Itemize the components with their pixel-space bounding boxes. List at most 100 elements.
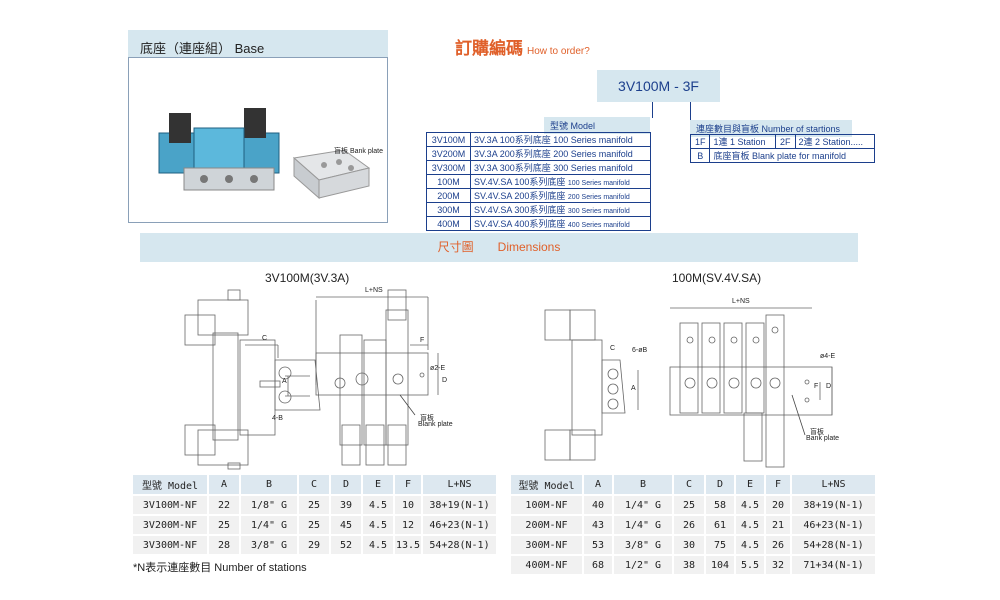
table-cell: 40 (583, 495, 614, 516)
table-cell: 3V200M (426, 146, 471, 161)
label-c: C (262, 335, 268, 342)
table-cell: B (689, 148, 711, 163)
table-cell: D (705, 475, 736, 496)
table-cell: 4.5 (362, 515, 395, 536)
table-cell: 71+34(N-1) (791, 555, 877, 576)
table-cell: 21 (765, 515, 792, 536)
table-cell: 300M-NF (511, 535, 584, 556)
table-cell: 400M (426, 216, 471, 231)
table-cell: 61 (705, 515, 736, 536)
table-cell: 22 (208, 495, 241, 516)
table-cell: 1/2" G (613, 555, 674, 576)
table-cell: D (330, 475, 363, 496)
order-title-cn: 訂購編碼 (455, 39, 523, 58)
table-cell: SV.4V.SA 300系列底座 (474, 205, 566, 215)
table-cell: 38 (673, 555, 706, 576)
order-code: 3V100M - 3F (597, 70, 720, 102)
table-cell: 28 (208, 535, 241, 556)
table-cell: 3V100M-NF (133, 495, 209, 516)
table-cell: 3V200M-NF (133, 515, 209, 536)
table-cell: 75 (705, 535, 736, 556)
label-f: F (420, 337, 425, 344)
table-cell: 10 (394, 495, 423, 516)
manifold-photo-illustration (158, 108, 371, 200)
table-cell: 43 (583, 515, 614, 536)
table-cell: 25 (208, 515, 241, 536)
table-cell: 400M-NF (511, 555, 584, 576)
table-cell: C (673, 475, 706, 496)
label-lns: L+NS (365, 287, 383, 294)
table-cell: 26 (765, 535, 792, 556)
table-cell: 38+19(N-1) (422, 495, 498, 516)
table-cell: 200M-NF (511, 515, 584, 536)
label-b: 6-øB (632, 347, 648, 354)
left-drawing-labels: L+NS C F A D 4-B ø2-E 盲板 Blank plate (170, 285, 470, 470)
blank-plate-label: 盲板 Bank plate (334, 148, 384, 155)
left-dimension-drawing (184, 289, 439, 470)
table-cell: 54+28(N-1) (422, 535, 498, 556)
table-cell: 3V.3A 100系列底座 100 Series manifold (470, 132, 651, 147)
table-cell: 30 (673, 535, 706, 556)
table-cell: 型號 Model (511, 475, 584, 496)
connector-line (690, 102, 691, 120)
table-cell: 46+23(N-1) (791, 515, 877, 536)
table-cell: 52 (330, 535, 363, 556)
label-d: D (826, 383, 832, 390)
table-cell: 38+19(N-1) (791, 495, 877, 516)
table-cell: 3V.3A 200系列底座 200 Series manifold (470, 146, 651, 161)
table-cell: 100M (426, 174, 471, 189)
table-cell: 200 Series manifold (567, 194, 630, 201)
right-dimension-drawing (544, 307, 833, 468)
table-cell: 46+23(N-1) (422, 515, 498, 536)
table-cell: F (394, 475, 423, 496)
table-cell: 200M (426, 188, 471, 203)
label-lns: L+NS (732, 298, 750, 305)
table-cell: 1/8" G (240, 495, 299, 516)
table-cell: 25 (298, 495, 331, 516)
stations-label: 連座數目與盲板 Number of startions (690, 120, 852, 137)
table-cell: 底座盲板 Blank plate for manifold (709, 148, 875, 163)
table-cell: C (298, 475, 331, 496)
table-cell: 4.5 (735, 535, 766, 556)
table-cell: 3V300M (426, 160, 471, 175)
table-cell: 32 (765, 555, 792, 576)
left-drawing-title: 3V100M(3V.3A) (265, 271, 350, 285)
table-cell: B (240, 475, 299, 496)
table-cell: 1/4" G (613, 495, 674, 516)
label-d: D (442, 377, 448, 384)
table-cell: 4.5 (362, 535, 395, 556)
table-cell: 型號 Model (133, 475, 209, 496)
connector-line (652, 102, 653, 118)
label-blank-en: Blank plate (418, 421, 453, 428)
table-cell: 2F (775, 134, 796, 149)
table-cell: 400 Series manifold (567, 222, 630, 229)
label-blank-en: Bank plate (806, 435, 840, 442)
table-cell: 300M (426, 202, 471, 217)
table-cell: 13.5 (394, 535, 423, 556)
table-cell: 53 (583, 535, 614, 556)
table-cell: 4.5 (362, 495, 395, 516)
label-a: A (631, 385, 636, 392)
table-cell: 3V100M (426, 132, 471, 147)
